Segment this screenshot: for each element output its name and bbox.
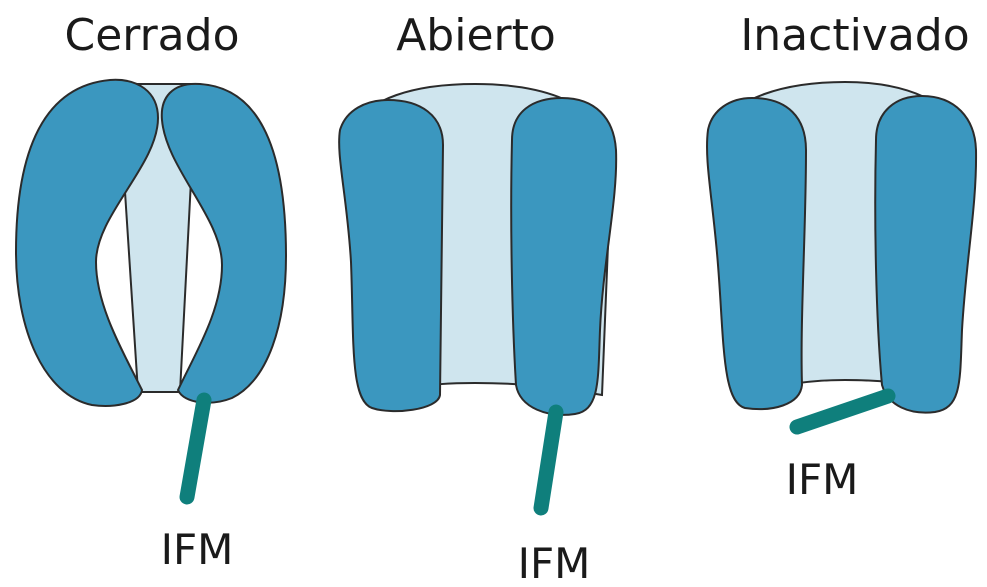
channel-subunit-left-inactivated — [707, 98, 806, 409]
ifm-label-closed: IFM — [161, 525, 234, 574]
state-title-open: Abierto — [396, 10, 556, 61]
state-title-inactivated: Inactivado — [740, 10, 969, 61]
ifm-label-inactivated: IFM — [786, 455, 859, 504]
channel-subunit-right-inactivated — [875, 96, 976, 413]
state-inactivated: Inactivado IFM — [707, 10, 976, 504]
ifm-gate-open — [541, 412, 556, 508]
ifm-gate-closed — [187, 400, 204, 497]
state-title-closed: Cerrado — [64, 10, 239, 61]
state-open: Abierto IFM — [339, 10, 616, 587]
channel-subunit-left-open — [339, 100, 443, 411]
ifm-gate-inactivated — [797, 396, 888, 427]
state-closed: Cerrado IFM — [16, 10, 286, 574]
ifm-label-open: IFM — [518, 539, 591, 587]
